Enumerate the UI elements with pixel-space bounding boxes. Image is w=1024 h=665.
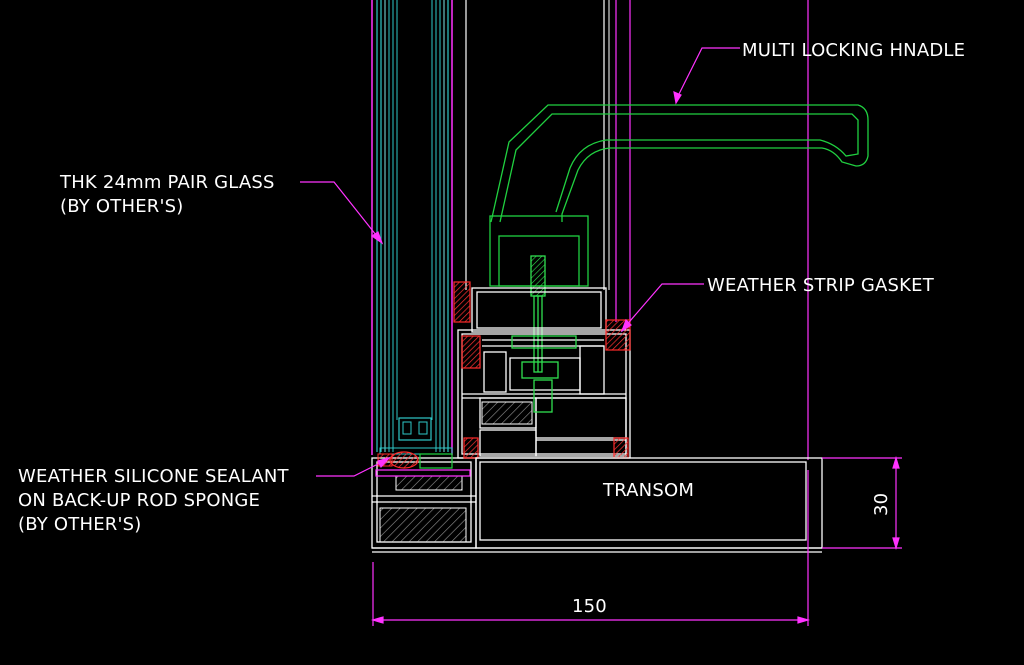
sealant-label-line1: WEATHER SILICONE SEALANT [18, 466, 290, 487]
transom-label: TRANSOM [602, 480, 694, 501]
sealant-label-line2: ON BACK-UP ROD SPONGE [18, 490, 260, 511]
annotations: MULTI LOCKING HNADLE THK 24mm PAIR GLASS… [18, 40, 965, 617]
weather-strip-gaskets [375, 281, 631, 477]
leader-lines [300, 47, 740, 477]
dimension-lines [370, 455, 902, 626]
glass-label-line1: THK 24mm PAIR GLASS [59, 172, 275, 193]
height-dimension-value: 30 [871, 493, 892, 516]
glass-label-line2: (BY OTHER'S) [60, 196, 183, 217]
width-dimension-value: 150 [572, 596, 607, 617]
profile-hatching [379, 401, 533, 543]
pair-glass [371, 0, 467, 455]
sash-profile-lines [603, 0, 809, 460]
sealant-label-line3: (BY OTHER'S) [18, 514, 141, 535]
gasket-label: WEATHER STRIP GASKET [707, 275, 935, 296]
transom [475, 457, 823, 549]
handle-label: MULTI LOCKING HNADLE [742, 40, 965, 61]
